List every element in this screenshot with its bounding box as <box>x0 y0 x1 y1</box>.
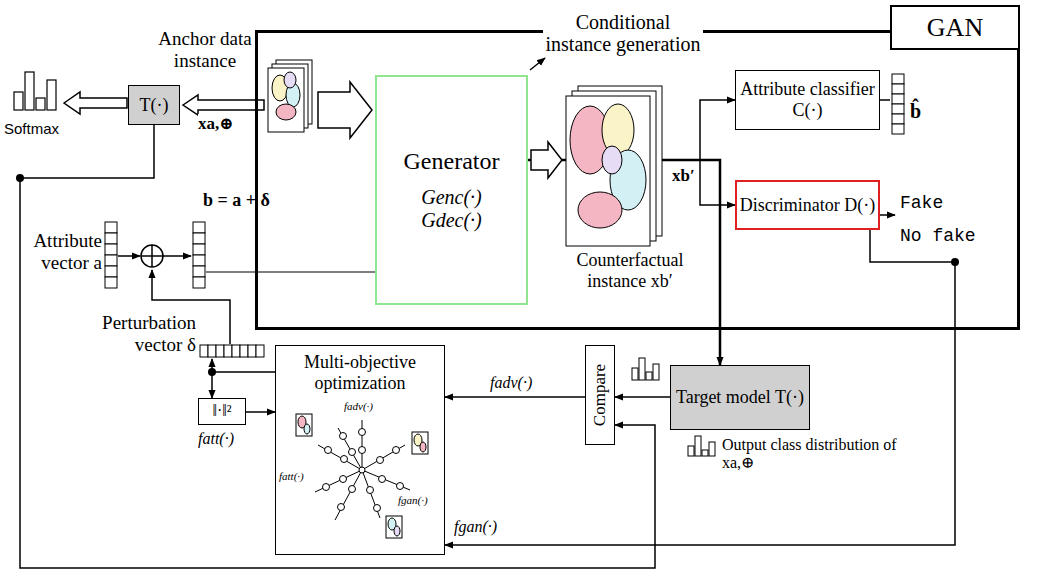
text-label: fgan(·) <box>398 494 428 507</box>
connector-arrow <box>246 411 275 413</box>
text-label: Output class distribution of xa,⊕ <box>722 436 897 473</box>
text-label: Attribute vector a <box>28 230 102 274</box>
text-label: xb′ <box>672 166 695 186</box>
text-label: Counterfactual instance xb′ <box>560 250 700 291</box>
node-text: Multi-objective optimization <box>276 352 444 393</box>
text-label: Anchor data instance <box>150 28 260 72</box>
text-label: Fake <box>900 193 943 214</box>
node-text: Discriminator D(·) <box>740 195 875 216</box>
node-text: Generator <box>404 148 500 176</box>
connector-arrow <box>445 396 585 398</box>
text-label: fatt(·) <box>279 470 304 483</box>
node-text: Target model T(·) <box>676 387 804 408</box>
node-text: Gdec(·) <box>421 209 482 232</box>
discriminator-box: Discriminator D(·) <box>735 180 880 230</box>
attribute-vector <box>193 222 205 288</box>
attribute-vector <box>105 222 117 288</box>
generator-box: GeneratorGenc(·)Gdec(·) <box>375 75 528 305</box>
node-text: Genc(·) <box>421 186 482 209</box>
node-text: GAN <box>927 13 983 43</box>
node-text: Compare <box>590 364 610 426</box>
connector-arrow <box>212 372 275 398</box>
counterfactual-image <box>566 86 662 246</box>
pareto-illustration <box>296 414 428 538</box>
anchor-image <box>268 60 312 132</box>
node-text: ‖·‖² <box>212 402 231 420</box>
norm-box: ‖·‖² <box>198 398 246 425</box>
optimization-box: Multi-objective optimization <box>275 345 445 555</box>
connector-arrow <box>20 125 655 568</box>
node-text: T(·) <box>140 95 169 116</box>
node-text: Attribute classifier C(·) <box>736 79 879 120</box>
text-label: fadv(·) <box>344 400 373 413</box>
compare-box: Compare <box>585 345 615 445</box>
text-label: Perturbation vector δ <box>84 312 196 356</box>
output-vector <box>892 74 904 134</box>
histogram <box>14 72 56 110</box>
connector-arrow <box>615 396 670 398</box>
text-label: b = a + δ <box>203 190 270 211</box>
model-box: T(·) <box>128 85 180 125</box>
hollow-arrow <box>183 95 264 115</box>
edge-label: fgan(·) <box>452 518 499 536</box>
sum-symbol <box>141 245 163 267</box>
node-text: Conditional instance generation <box>543 11 703 55</box>
perturbation-vector <box>200 345 264 357</box>
text-label: b̂ <box>910 100 921 123</box>
title-box: GAN <box>890 5 1020 50</box>
model-box: Target model T(·) <box>670 365 810 430</box>
edge-label: fadv(·) <box>488 374 534 392</box>
text-label: xa,⊕ <box>198 114 234 134</box>
hollow-arrow <box>64 92 127 114</box>
hollow-arrow <box>531 142 562 178</box>
edge-label: fatt(·) <box>196 430 236 448</box>
classifier-box: Attribute classifier C(·) <box>735 70 880 130</box>
text-label: No fake <box>900 226 976 247</box>
hollow-arrow <box>318 82 372 138</box>
text-label: Softmax <box>4 120 59 137</box>
